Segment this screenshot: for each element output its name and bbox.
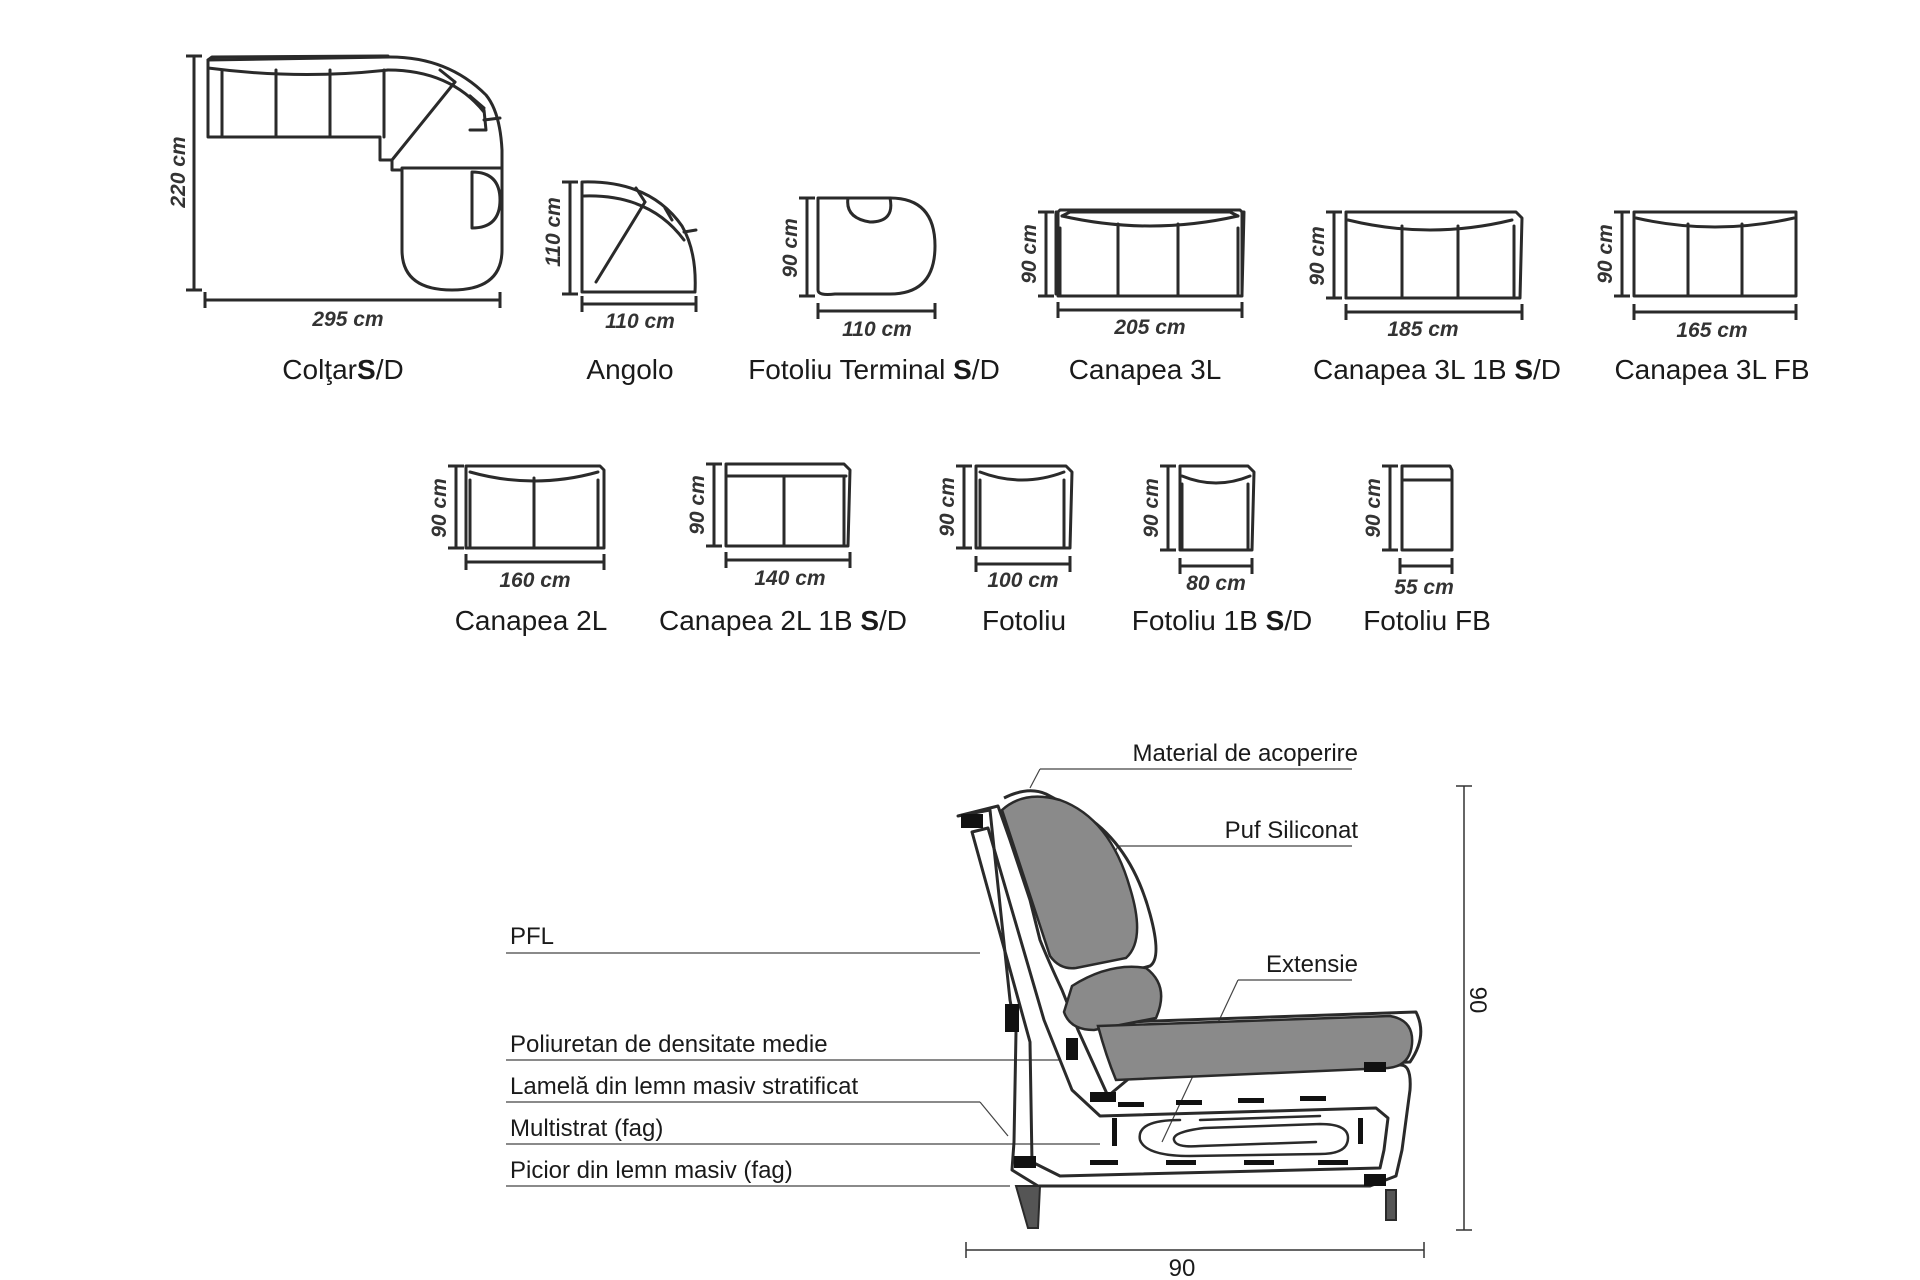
module-canapea-2l: 90 cm 160 cm Canapea 2L bbox=[428, 464, 608, 636]
terminal-depth: 90 cm bbox=[779, 218, 802, 278]
label-pfl: PFL bbox=[510, 923, 554, 950]
coltar-width: 295 cm bbox=[311, 308, 383, 331]
module-fotoliu: 90 cm 100 cm Fotoliu bbox=[936, 464, 1074, 636]
fotoliu-fb-depth: 90 cm bbox=[1362, 478, 1385, 538]
canapea-3l-fb-depth: 90 cm bbox=[1594, 224, 1617, 284]
angolo-depth: 110 cm bbox=[542, 197, 565, 267]
label-plywood: Multistrat (fag) bbox=[510, 1115, 663, 1142]
module-fotoliu-terminal: 90 cm 110 cm Fotoliu Terminal S/D bbox=[748, 196, 1000, 385]
terminal-width: 110 cm bbox=[842, 318, 912, 341]
module-canapea-3l-1b: 90 cm 185 cm Canapea 3L 1B S/D bbox=[1306, 210, 1561, 385]
fotoliu-1b-depth: 90 cm bbox=[1140, 478, 1163, 538]
canapea-3l-depth: 90 cm bbox=[1018, 224, 1041, 284]
section-depth: 90 bbox=[1169, 1255, 1196, 1280]
canapea-3l-fb-width: 165 cm bbox=[1676, 319, 1747, 342]
module-canapea-3l: 90 cm 205 cm Canapea 3L bbox=[1018, 208, 1246, 385]
canapea-3l-1b-caption: Canapea 3L 1B S/D bbox=[1313, 354, 1561, 385]
label-puff: Puf Siliconat bbox=[1225, 817, 1359, 844]
module-angolo: 110 cm 110 cm Angolo bbox=[542, 180, 698, 385]
module-coltar: 220 cm 295 cm ColţarS/D bbox=[167, 54, 504, 385]
coltar-caption: ColţarS/D bbox=[282, 354, 403, 385]
canapea-2l-1b-width: 140 cm bbox=[754, 567, 825, 590]
angolo-caption: Angolo bbox=[586, 354, 673, 385]
canapea-2l-caption: Canapea 2L bbox=[455, 605, 608, 636]
canapea-2l-1b-caption: Canapea 2L 1B S/D bbox=[659, 605, 907, 636]
canapea-2l-depth: 90 cm bbox=[428, 478, 451, 538]
module-canapea-2l-1b: 90 cm 140 cm Canapea 2L 1B S/D bbox=[659, 462, 907, 636]
module-canapea-3l-fb: 90 cm 165 cm Canapea 3L FB bbox=[1594, 210, 1810, 385]
canapea-2l-width: 160 cm bbox=[499, 569, 570, 592]
label-slat: Lamelă din lemn masiv stratificat bbox=[510, 1073, 858, 1100]
cross-section: Material de acoperire Puf Siliconat Exte… bbox=[506, 740, 1491, 1280]
canapea-3l-caption: Canapea 3L bbox=[1069, 354, 1222, 385]
canapea-3l-1b-width: 185 cm bbox=[1387, 318, 1458, 341]
module-fotoliu-fb: 90 cm 55 cm Fotoliu FB bbox=[1362, 464, 1491, 636]
fotoliu-fb-width: 55 cm bbox=[1394, 576, 1454, 599]
fotoliu-width: 100 cm bbox=[987, 569, 1058, 592]
canapea-3l-1b-depth: 90 cm bbox=[1306, 226, 1329, 286]
fotoliu-depth: 90 cm bbox=[936, 477, 959, 537]
fotoliu-1b-caption: Fotoliu 1B S/D bbox=[1132, 605, 1313, 636]
fotoliu-caption: Fotoliu bbox=[982, 605, 1066, 636]
canapea-3l-width: 205 cm bbox=[1113, 316, 1185, 339]
canapea-3l-fb-caption: Canapea 3L FB bbox=[1614, 354, 1809, 385]
label-extension: Extensie bbox=[1266, 951, 1358, 978]
coltar-depth: 220 cm bbox=[167, 136, 190, 208]
label-foam: Poliuretan de densitate medie bbox=[510, 1031, 828, 1058]
fotoliu-1b-width: 80 cm bbox=[1186, 572, 1246, 595]
fotoliu-fb-caption: Fotoliu FB bbox=[1363, 605, 1491, 636]
section-height: 90 bbox=[1464, 987, 1491, 1014]
label-cover: Material de acoperire bbox=[1133, 740, 1358, 767]
module-fotoliu-1b: 90 cm 80 cm Fotoliu 1B S/D bbox=[1132, 464, 1313, 636]
canapea-2l-1b-depth: 90 cm bbox=[686, 475, 709, 535]
angolo-width: 110 cm bbox=[605, 310, 675, 333]
label-leg: Picior din lemn masiv (fag) bbox=[510, 1157, 793, 1184]
slat-dashes bbox=[1090, 1096, 1363, 1165]
terminal-caption: Fotoliu Terminal S/D bbox=[748, 354, 1000, 385]
